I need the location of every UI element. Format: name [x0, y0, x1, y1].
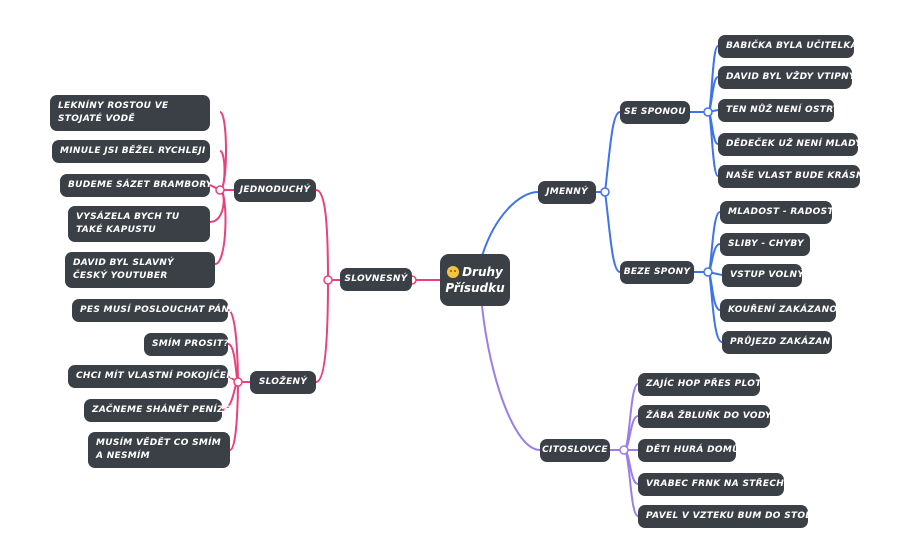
leaf-slozeny-1[interactable]: PES MUSÍ POSLOUCHAT PÁNA	[72, 299, 236, 322]
leaf-jednoduchy-4[interactable]: VYSÁZELA BYCH TU TAKÉ KAPUSTU	[68, 206, 210, 242]
leaf-beze-spony-4[interactable]: KOUŘENÍ ZAKÁZANO	[720, 299, 837, 322]
central-topic[interactable]: Druhy Přísudku	[440, 254, 510, 306]
leaf-citoslovce-2[interactable]: ŽÁBA ŽBLUŇK DO VODY	[638, 405, 771, 428]
purple-connectors	[481, 305, 639, 517]
leaf-citoslovce-5[interactable]: PAVEL V VZTEKU BUM DO STOLU	[638, 505, 818, 528]
leaf-jednoduchy-2[interactable]: MINULE JSI BĚŽEL RYCHLEJI	[52, 140, 210, 163]
leaf-se-sponou-2[interactable]: DAVID BYL VŽDY VTIPNÝ	[718, 66, 856, 89]
branch-slovnesny[interactable]: SLOVNESNÝ	[340, 268, 412, 291]
leaf-slozeny-4[interactable]: ZAČNEME SHÁNĚT PENÍZE	[84, 399, 230, 422]
leaf-se-sponou-3[interactable]: TEN NŮŽ NENÍ OSTRÝ	[718, 99, 839, 122]
branch-se-sponou[interactable]: SE SPONOU	[620, 101, 690, 124]
leaf-citoslovce-3[interactable]: DĚTI HURÁ DOMŮ	[638, 439, 739, 462]
branch-slozeny[interactable]: SLOŽENÝ	[250, 371, 316, 394]
leaf-jednoduchy-5[interactable]: DAVID BYL SLAVNÝ ČESKÝ YOUTUBER	[65, 252, 215, 288]
leaf-jednoduchy-3[interactable]: BUDEME SÁZET BRAMBORY	[60, 174, 212, 197]
leaf-slozeny-5[interactable]: MUSÍM VĚDĚT CO SMÍM A NESMÍM	[88, 432, 230, 468]
center-title-line2: Přísudku	[445, 281, 505, 295]
leaf-beze-spony-3[interactable]: VSTUP VOLNÝ	[722, 264, 804, 287]
leaf-citoslovce-4[interactable]: VRABEC FRNK NA STŘECHU	[638, 473, 791, 496]
branch-jednoduchy[interactable]: JEDNODUCHÝ	[234, 179, 316, 202]
leaf-se-sponou-5[interactable]: NAŠE VLAST BUDE KRÁSNÁ	[718, 165, 871, 188]
leaf-slozeny-3[interactable]: CHCI MÍT VLASTNÍ POKOJÍČEK	[68, 365, 233, 388]
leaf-citoslovce-1[interactable]: ZAJÍC HOP PŘES PLOT	[638, 373, 761, 396]
leaf-beze-spony-5[interactable]: PRŮJEZD ZAKÁZAN	[722, 331, 832, 354]
leaf-se-sponou-4[interactable]: DĚDEČEK UŽ NENÍ MLADÝ	[718, 133, 862, 156]
branch-jmenny[interactable]: JMENNÝ	[538, 181, 596, 204]
branch-beze-spony[interactable]: BEZE SPONY	[620, 261, 694, 284]
branch-citoslovce[interactable]: CITOSLOVCE	[540, 439, 610, 462]
leaf-beze-spony-1[interactable]: MLADOST - RADOST	[720, 201, 834, 224]
center-title-line1: Druhy	[462, 265, 503, 279]
leaf-jednoduchy-1[interactable]: LEKNÍNY ROSTOU VE STOJATÉ VODĚ	[50, 95, 210, 131]
leaf-se-sponou-1[interactable]: BABIČKA BYLA UČITELKA	[718, 35, 858, 58]
smiling-face-emoji-icon	[447, 266, 460, 278]
leaf-beze-spony-2[interactable]: SLIBY - CHYBY	[720, 233, 810, 256]
leaf-slozeny-2[interactable]: SMÍM PROSIT?	[144, 333, 229, 356]
